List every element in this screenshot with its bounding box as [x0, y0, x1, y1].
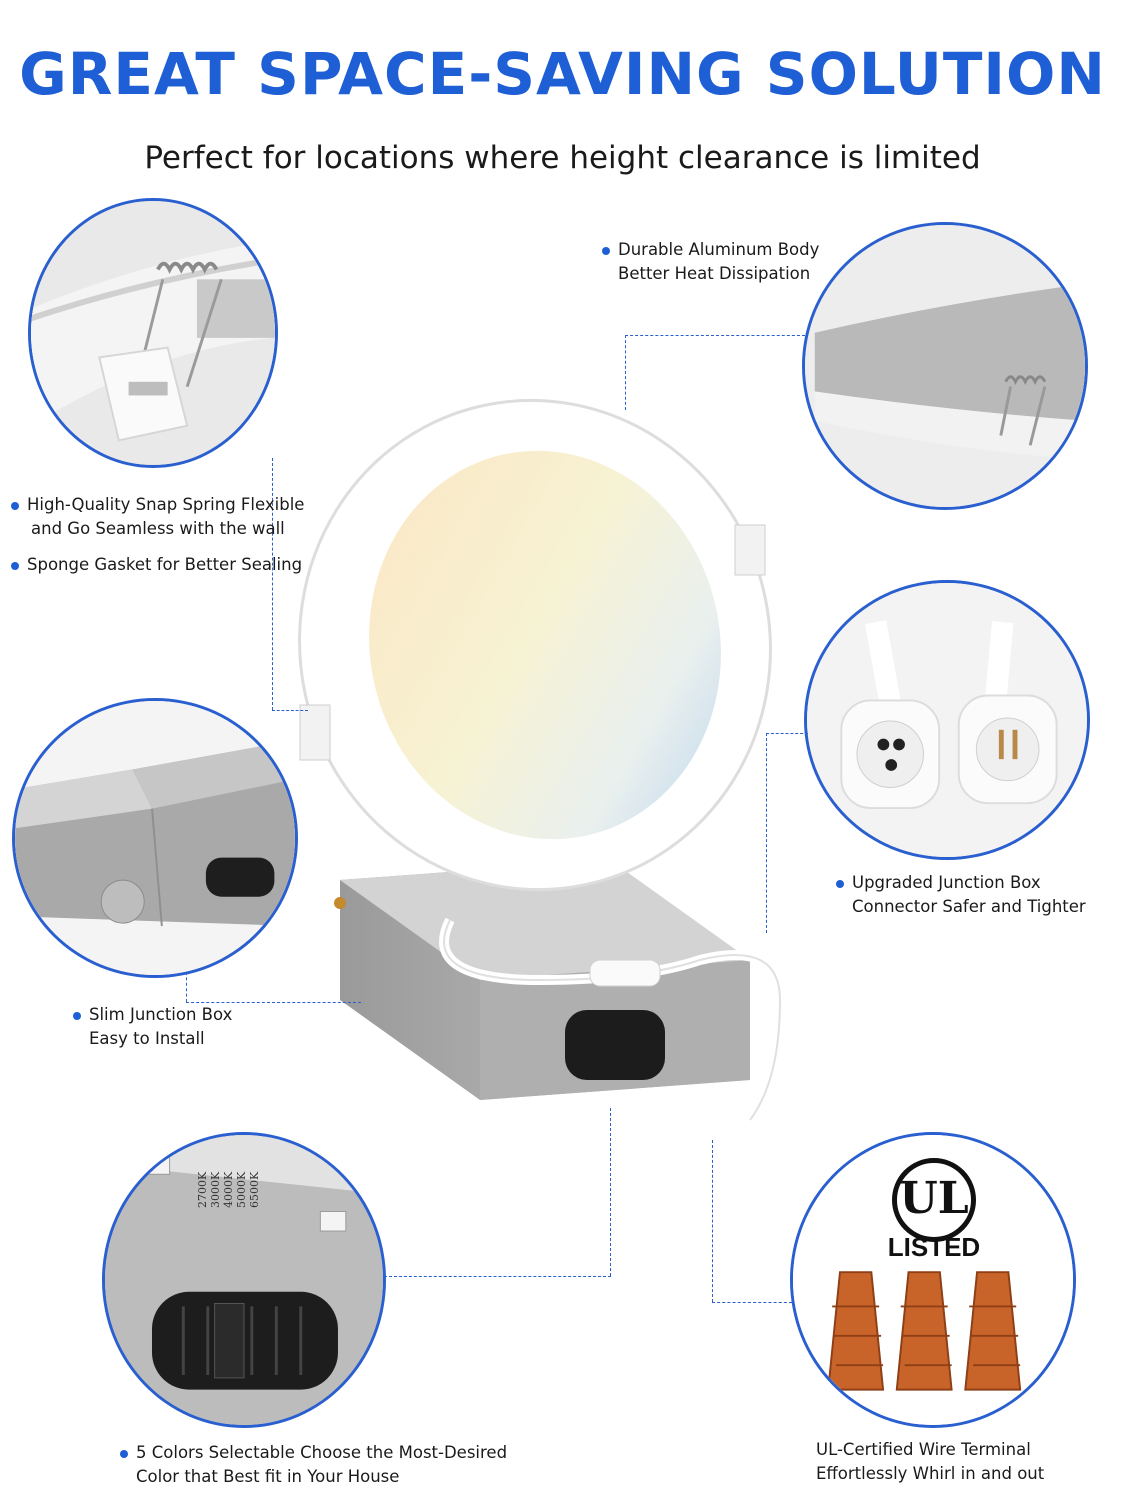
leader-colors-v [610, 1108, 611, 1276]
leader-aluminum-h [625, 335, 805, 336]
page-title: GREAT SPACE-SAVING SOLUTION [19, 40, 1106, 108]
bullet-dot [836, 880, 844, 888]
leader-terminal-h [712, 1302, 792, 1303]
callout-aluminum-body: Durable Aluminum Body Better Heat Dissip… [602, 238, 820, 286]
switch-label-group: 2700K 3000K 4000K 5000K 6500K [196, 1172, 261, 1208]
ul-logo: UL [892, 1158, 976, 1242]
leader-spring-v [272, 458, 273, 710]
callout-spring-line2: and Go Seamless with the wall [31, 519, 285, 538]
leader-spring-h [272, 710, 308, 711]
page-subtitle: Perfect for locations where height clear… [144, 140, 981, 176]
leader-slimbox-v [186, 972, 187, 1002]
switch-label-3000k: 3000K [209, 1171, 222, 1208]
callout-junction-connector: Upgraded Junction Box Connector Safer an… [836, 871, 1086, 919]
leader-connector-h [766, 733, 808, 734]
ul-listed-text: LISTED [887, 1232, 981, 1262]
color-switch-image [102, 1132, 386, 1428]
callout-colors-line1: 5 Colors Selectable Choose the Most-Desi… [136, 1443, 508, 1462]
callout-snap-spring: High-Quality Snap Spring Flexible and Go… [11, 493, 305, 541]
bullet-dot [73, 1012, 81, 1020]
callout-gasket-line1: Sponge Gasket for Better Sealing [27, 555, 303, 574]
callout-connector-line2: Connector Safer and Tighter [852, 897, 1086, 916]
leader-connector-v [766, 733, 767, 933]
callout-aluminum-line2: Better Heat Dissipation [618, 264, 811, 283]
callout-slimbox-line2: Easy to Install [89, 1029, 205, 1048]
callout-colors-line2: Color that Best fit in Your House [136, 1467, 400, 1486]
callout-aluminum-line1: Durable Aluminum Body [618, 240, 820, 259]
aluminum-body-image [802, 222, 1088, 510]
switch-label-5000k: 5000K [235, 1171, 248, 1208]
callout-spring-line1: High-Quality Snap Spring Flexible [27, 495, 305, 514]
switch-label-6500k: 6500K [248, 1171, 261, 1208]
switch-label-4000k: 4000K [222, 1171, 235, 1208]
callout-color-select: 5 Colors Selectable Choose the Most-Desi… [120, 1441, 508, 1489]
callout-connector-line1: Upgraded Junction Box [852, 873, 1041, 892]
callout-slim-junction-box: Slim Junction Box Easy to Install [73, 1003, 233, 1051]
callout-terminal-line1: UL-Certified Wire Terminal [816, 1440, 1031, 1459]
slim-junction-box-image [12, 698, 298, 978]
bullet-dot [120, 1450, 128, 1458]
bullet-dot [602, 247, 610, 255]
bullet-dot [11, 502, 19, 510]
callout-slimbox-line1: Slim Junction Box [89, 1005, 233, 1024]
leader-colors-h [384, 1276, 611, 1277]
callout-sponge-gasket: Sponge Gasket for Better Sealing [11, 553, 303, 577]
leader-aluminum-v [625, 335, 626, 410]
leader-slimbox-h [186, 1002, 361, 1003]
bullet-dot [11, 562, 19, 570]
switch-label-2700k: 2700K [196, 1171, 209, 1208]
spring-detail-image [28, 198, 278, 468]
product-image [280, 300, 820, 1160]
leader-terminal-v [712, 1140, 713, 1302]
connector-image [804, 580, 1090, 860]
callout-terminal-line2: Effortlessly Whirl in and out [816, 1464, 1045, 1483]
callout-wire-terminal: UL-Certified Wire Terminal Effortlessly … [816, 1438, 1044, 1486]
